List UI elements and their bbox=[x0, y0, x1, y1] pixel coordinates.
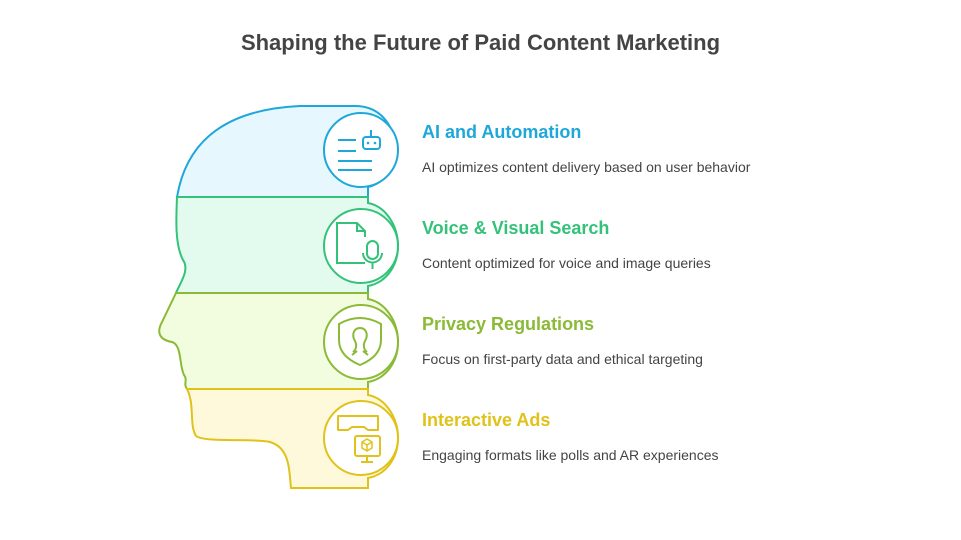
page-title: Shaping the Future of Paid Content Marke… bbox=[240, 30, 721, 55]
item-title: Interactive Ads bbox=[422, 410, 551, 430]
item-description: Content optimized for voice and image qu… bbox=[422, 255, 711, 271]
icon-circle-4 bbox=[323, 400, 399, 476]
icon-circle-3 bbox=[323, 304, 399, 380]
icon-circle-1 bbox=[323, 112, 399, 188]
icon-circle-2 bbox=[323, 208, 399, 284]
item-description: Focus on first-party data and ethical ta… bbox=[422, 351, 703, 367]
item-description: Engaging formats like polls and AR exper… bbox=[422, 447, 719, 463]
robot-document-icon bbox=[338, 130, 381, 171]
item-description: AI optimizes content delivery based on u… bbox=[422, 159, 751, 175]
item-title: Voice & Visual Search bbox=[422, 218, 610, 238]
item-title: Privacy Regulations bbox=[422, 314, 595, 334]
shield-user-icon bbox=[338, 317, 382, 367]
document-microphone-icon bbox=[336, 222, 383, 269]
item-title: AI and Automation bbox=[422, 122, 582, 142]
vr-cube-icon bbox=[337, 415, 381, 463]
